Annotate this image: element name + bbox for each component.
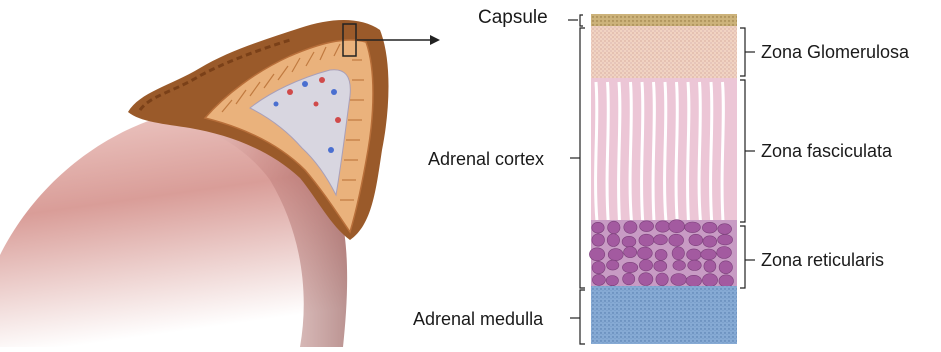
reticularis-cell <box>624 221 637 233</box>
fasciculata-sinusoid <box>619 82 620 230</box>
reticularis-cell <box>592 222 604 233</box>
reticularis-cell <box>606 276 618 286</box>
capsule-layer <box>591 14 737 26</box>
reticularis-cell <box>607 260 619 270</box>
histology-section <box>589 14 737 344</box>
reticularis-cell <box>622 236 636 247</box>
reticularis-cell <box>589 248 604 261</box>
fasciculata-sinusoid <box>642 82 643 226</box>
reticularis-cell <box>655 249 667 260</box>
reticularis-cell <box>608 249 623 261</box>
reticularis-cell <box>654 235 668 245</box>
reticularis-cell <box>639 234 654 246</box>
reticularis-cell <box>687 249 701 260</box>
zona-glomerulosa-label: Zona Glomerulosa <box>761 41 909 63</box>
reticularis-cell <box>656 273 668 286</box>
reticularis-cell <box>717 247 732 259</box>
reticularis-cell <box>592 274 605 285</box>
reticularis-cell <box>704 260 716 272</box>
zona-fasciculata-label: Zona fasciculata <box>761 140 892 162</box>
fasciculata-sinusoid <box>688 82 689 230</box>
fasciculata-sinusoid <box>711 82 712 226</box>
left-brackets <box>568 15 585 344</box>
reticularis-cell <box>701 249 717 260</box>
reticularis-cell <box>608 221 620 234</box>
reticularis-cell <box>703 236 717 247</box>
adrenal-illustration <box>0 20 440 347</box>
reticularis-cell <box>624 247 637 258</box>
reticularis-cell <box>654 261 667 272</box>
reticularis-cell <box>656 221 670 232</box>
reticularis-cell <box>688 260 702 270</box>
reticularis-cell <box>718 224 732 235</box>
fasciculata-sinusoid <box>676 82 677 226</box>
reticularis-cell <box>592 234 605 246</box>
reticularis-cell <box>639 273 653 286</box>
reticularis-cell <box>592 261 605 273</box>
reticularis-cell <box>685 222 701 233</box>
reticularis-cell <box>718 235 733 245</box>
fasciculata-sinusoid <box>722 82 723 230</box>
reticularis-cell <box>702 222 717 233</box>
reticularis-cell <box>607 234 619 247</box>
fasciculata-sinusoid <box>699 82 700 222</box>
zona-reticularis-label: Zona reticularis <box>761 249 884 271</box>
adrenal-medulla-layer <box>591 286 737 344</box>
reticularis-cell <box>672 247 684 260</box>
fasciculata-sinusoid <box>653 82 654 230</box>
fasciculata-sinusoid <box>596 82 597 222</box>
reticularis-cell <box>623 273 635 285</box>
fasciculata-sinusoid <box>665 82 666 222</box>
reticularis-cells <box>589 220 733 287</box>
reticularis-cell <box>671 274 687 286</box>
reticularis-cell <box>640 221 654 232</box>
reticularis-cell <box>719 275 734 287</box>
adrenal-cortex-label: Adrenal cortex <box>428 148 544 170</box>
glomerulosa-bracket <box>740 28 745 76</box>
capsule-bracket <box>580 15 583 26</box>
fasciculata-bracket <box>740 80 745 222</box>
reticularis-cell <box>669 234 684 246</box>
fasciculata-sinusoid <box>630 82 631 222</box>
reticularis-cell <box>638 247 653 259</box>
reticularis-cell <box>689 234 703 245</box>
adrenal-medulla-label: Adrenal medulla <box>413 308 543 330</box>
reticularis-cell <box>673 260 686 270</box>
reticularis-cell <box>719 261 732 274</box>
reticularis-cell <box>669 220 685 233</box>
reticularis-cell <box>639 260 652 271</box>
zoom-arrowhead <box>430 35 440 45</box>
reticularis-cell <box>622 262 637 272</box>
right-brackets <box>740 28 755 288</box>
cortex-bracket <box>580 28 585 288</box>
zona-glomerulosa-layer <box>591 26 737 78</box>
reticularis-bracket <box>740 226 745 288</box>
reticularis-cell <box>702 274 717 287</box>
reticularis-cell <box>686 275 702 286</box>
capsule-label: Capsule <box>478 7 548 29</box>
fasciculata-sinusoid <box>607 82 608 226</box>
medulla-bracket <box>580 290 585 344</box>
